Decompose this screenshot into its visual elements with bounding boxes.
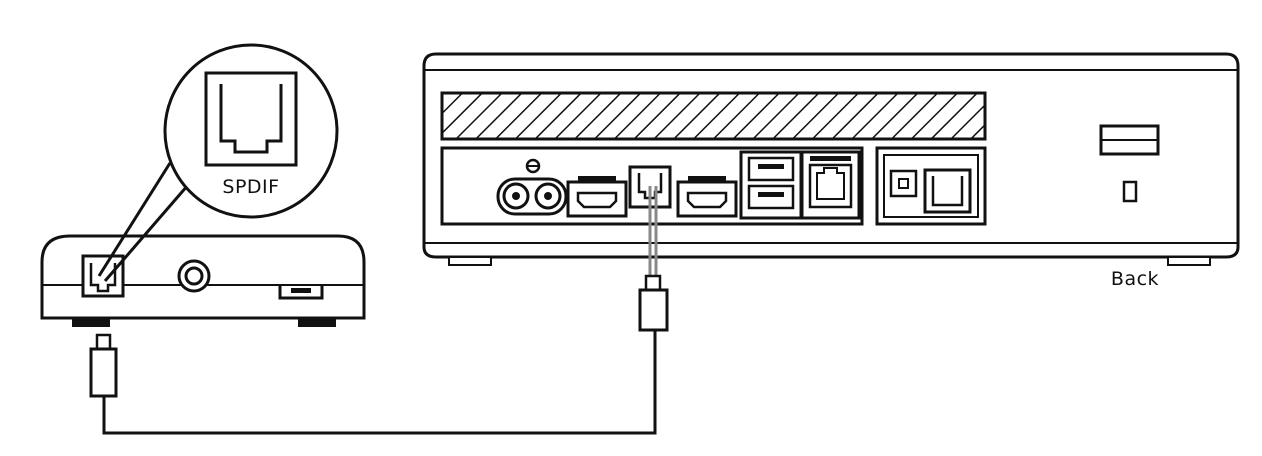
optical-plug-icon [89, 333, 118, 398]
hdmi-port-icon [566, 176, 628, 218]
power-connector-icon [496, 158, 568, 216]
console-optical-connection [648, 186, 658, 276]
optical-cable [102, 330, 657, 435]
optical-plug-icon [638, 274, 669, 332]
kensington-slot-icon [1099, 124, 1160, 203]
usb-port-icon [739, 150, 803, 220]
console-foot-left [448, 256, 492, 266]
console-foot-right [1167, 256, 1211, 266]
ethernet-port-icon [800, 150, 861, 220]
accessory-module [875, 146, 987, 226]
device-foot-left [72, 318, 110, 327]
device-foot-right [298, 318, 336, 327]
back-label: Back [1111, 268, 1159, 290]
optical-port-icon [204, 71, 298, 167]
spdif-callout: SPDIF [97, 43, 339, 282]
hdmi-port-icon [676, 176, 738, 218]
console: Back [422, 52, 1240, 290]
vent-grille [440, 91, 987, 141]
audio-jack-icon [177, 259, 211, 293]
audio-device [40, 234, 366, 327]
small-port-icon [889, 169, 918, 198]
optical-port-icon [81, 254, 125, 298]
spdif-label: SPDIF [222, 176, 279, 198]
device-slot-icon [278, 284, 324, 300]
optical-port-icon [923, 168, 972, 214]
